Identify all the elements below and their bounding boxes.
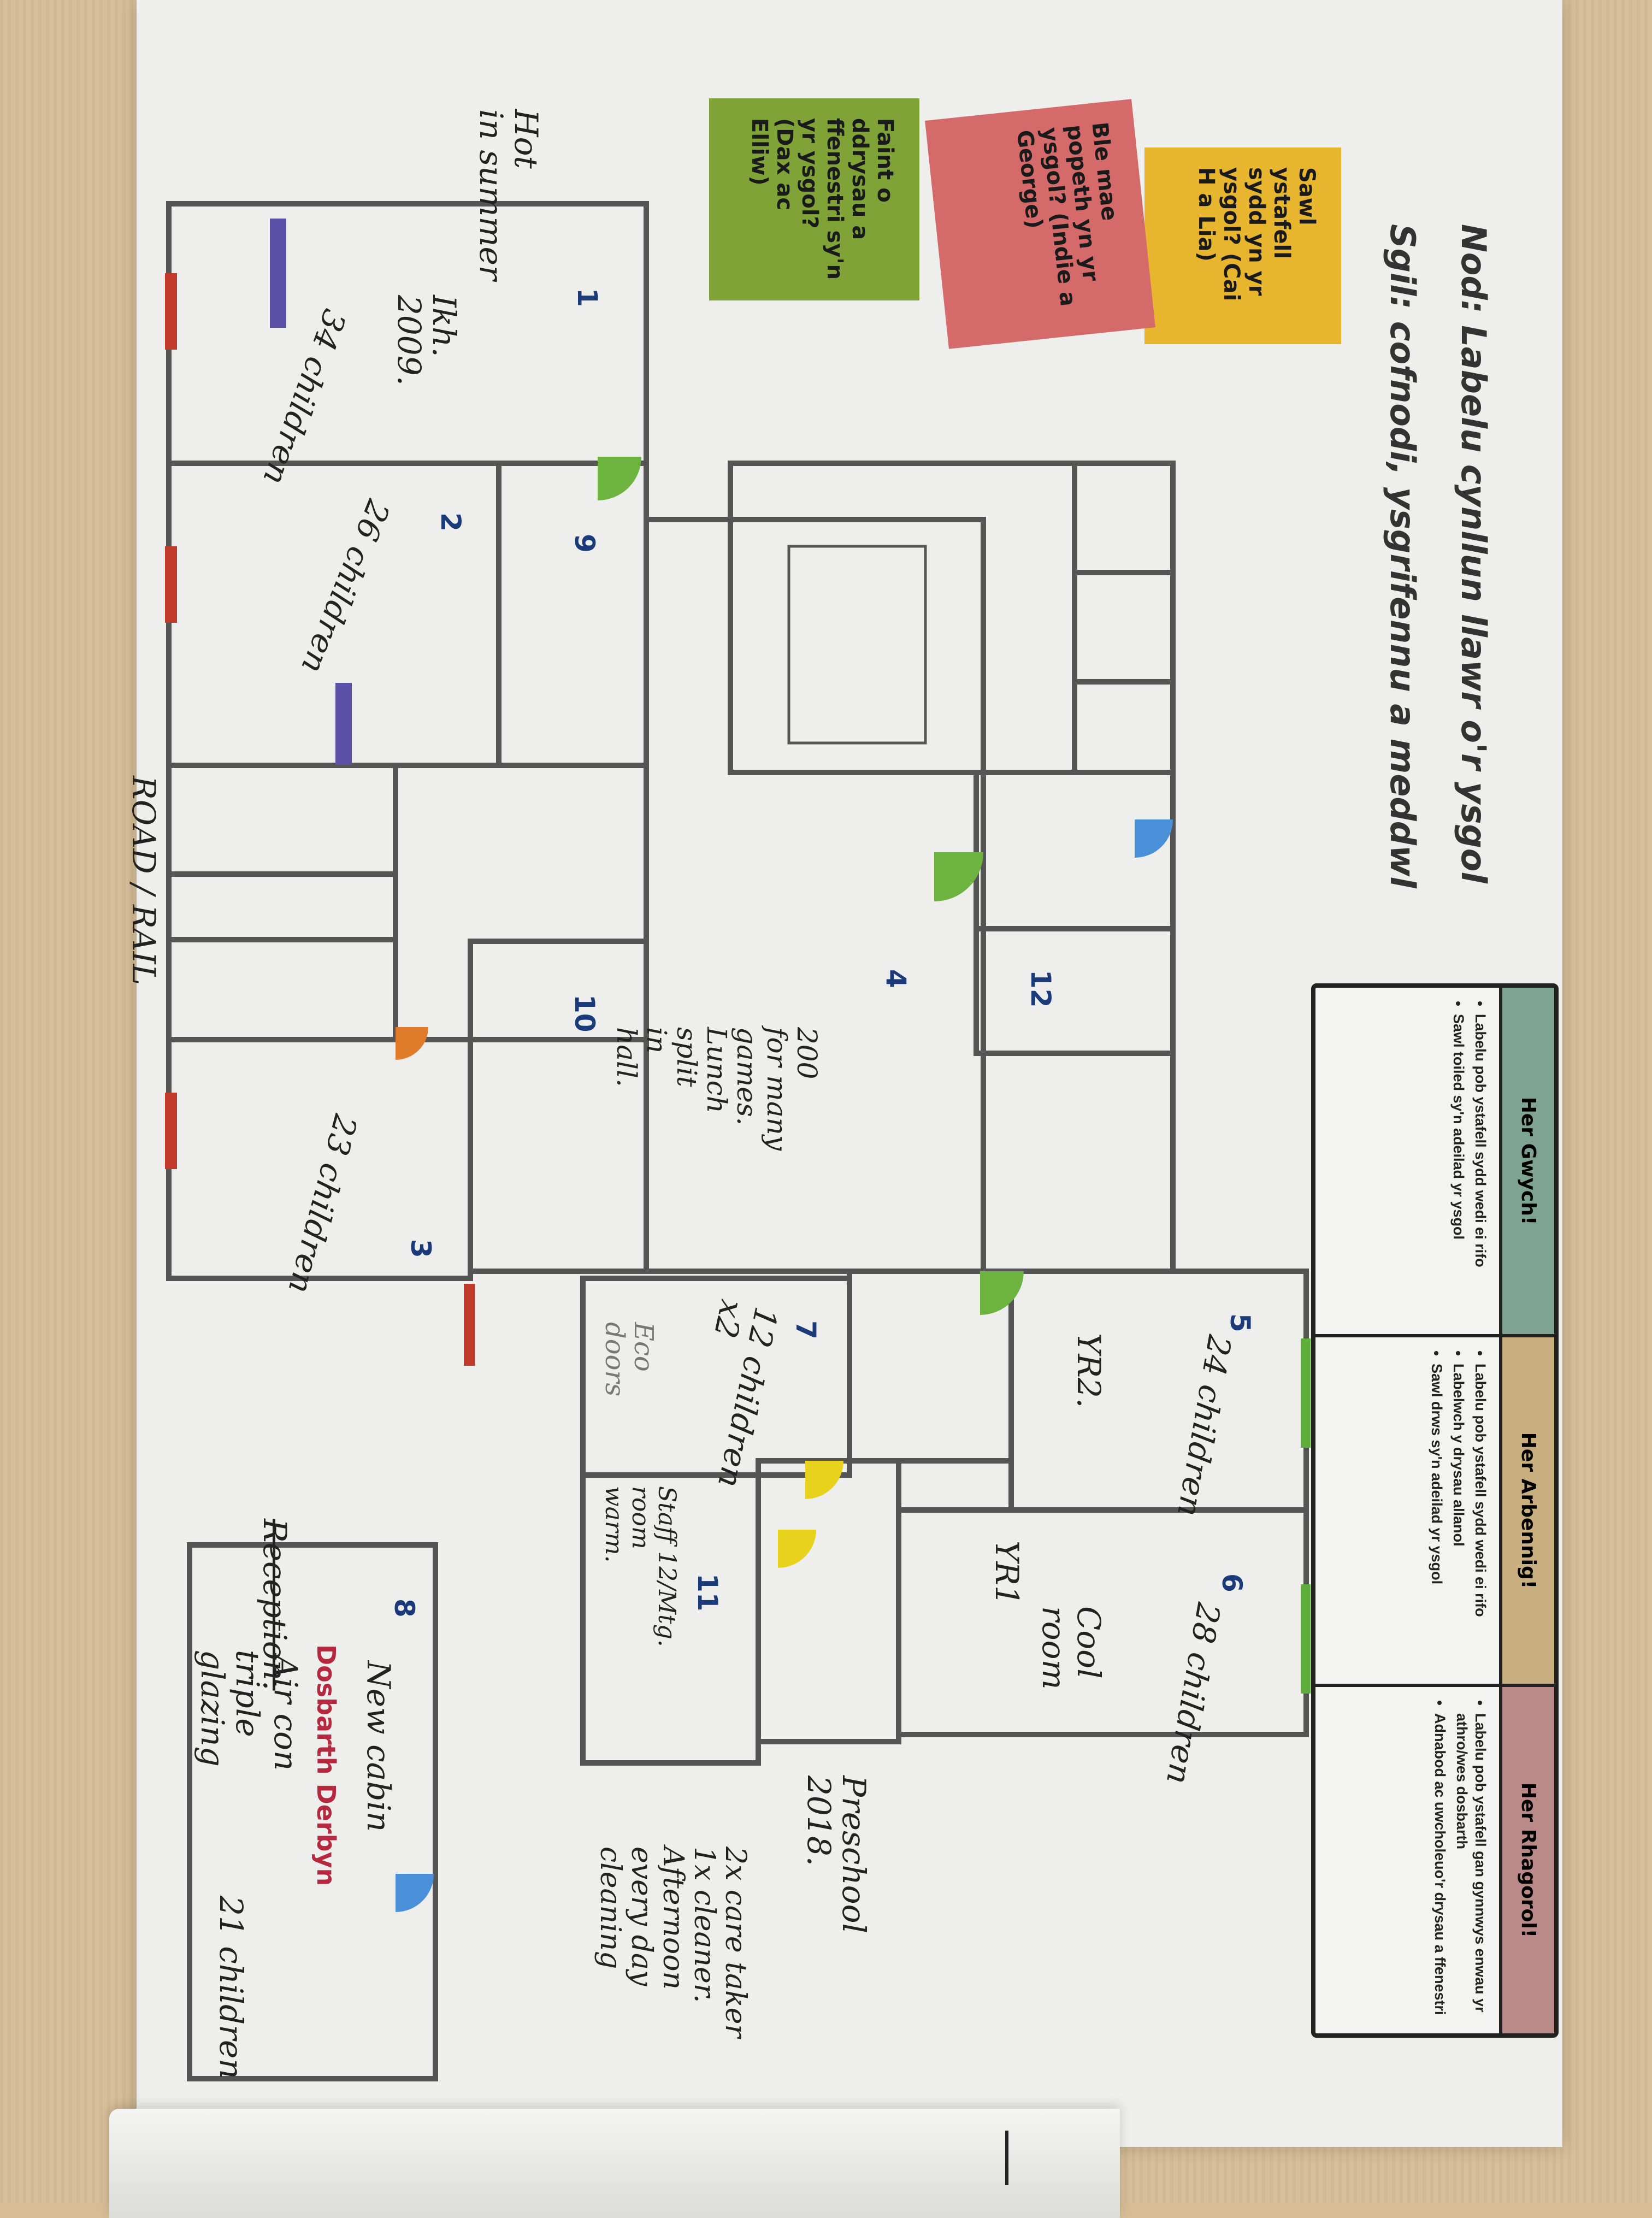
window (1301, 1338, 1311, 1448)
object-seam (1005, 2131, 1008, 2185)
note-room5-year: YR2. (1070, 1333, 1107, 1408)
note-room8-glazing: triple glazing (194, 1650, 266, 1767)
room-number: 3 (405, 1239, 436, 1258)
room-number: 2 (435, 512, 467, 532)
room-number: 4 (880, 969, 912, 988)
note-room6-cool-room: Cool room (1035, 1606, 1107, 1690)
room-number: 6 (1216, 1573, 1248, 1592)
room-number: 12 (1025, 970, 1057, 1008)
window (165, 1093, 177, 1169)
room-number: 8 (388, 1598, 420, 1618)
window (464, 1284, 475, 1366)
note-hot-summer: Hot in summer (473, 109, 545, 281)
room-9 (496, 461, 649, 768)
room-number: 10 (569, 994, 600, 1033)
room-number: 5 (1224, 1313, 1256, 1332)
stage (787, 545, 927, 745)
small-room (1072, 679, 1176, 775)
small-room (1072, 570, 1176, 685)
note-staff: 2x care taker 1x cleaner. Afternoon ever… (594, 1847, 752, 2038)
room-number: 1 (571, 288, 603, 307)
note-hall: 200 for many games. Lunch split in hall. (611, 1027, 823, 1151)
corridor (756, 1458, 901, 1744)
note-room6-year: YR1 (988, 1541, 1025, 1606)
doors (396, 457, 1173, 1912)
small-room (1072, 461, 1176, 575)
note-road-rail: ROAD / RAIL (125, 776, 162, 986)
window (270, 219, 286, 328)
note-room8-reception: Reception. (256, 1519, 293, 1691)
note-room1-year: Ikh. 2009. (391, 295, 463, 386)
desk-object (109, 2109, 1120, 2218)
door (934, 852, 983, 901)
room-8-cabin (187, 1542, 438, 2081)
windows (165, 219, 1311, 1694)
note-preschool: Preschool 2018. (800, 1775, 872, 1934)
note-room8-new-cabin: New cabin (360, 1661, 397, 1832)
door (1135, 819, 1173, 858)
note-room8-children: 21 children (213, 1896, 250, 2079)
kitchen-block (728, 461, 1176, 775)
window (335, 683, 352, 765)
room-number: 11 (692, 1573, 723, 1612)
room-number: 7 (790, 1320, 822, 1340)
door (980, 1271, 1024, 1315)
note-room7-eco-doors: Eco doors (599, 1322, 659, 1397)
note-room11-staff: Staff 12/Mtg. room warm. (600, 1486, 681, 1647)
door (778, 1530, 816, 1568)
door (396, 1874, 434, 1912)
door (598, 457, 641, 500)
room-4-hall (644, 517, 986, 1274)
door (805, 1461, 843, 1499)
room8-label: Dosbarth Derbyn (311, 1644, 341, 1886)
window (1301, 1584, 1311, 1694)
room-number: 9 (569, 534, 600, 553)
small-rooms (981, 1051, 1176, 1274)
room-5 (1008, 1269, 1309, 1513)
door (396, 1027, 428, 1060)
window (165, 273, 177, 350)
window (165, 546, 177, 623)
room-12 (974, 770, 1176, 1056)
